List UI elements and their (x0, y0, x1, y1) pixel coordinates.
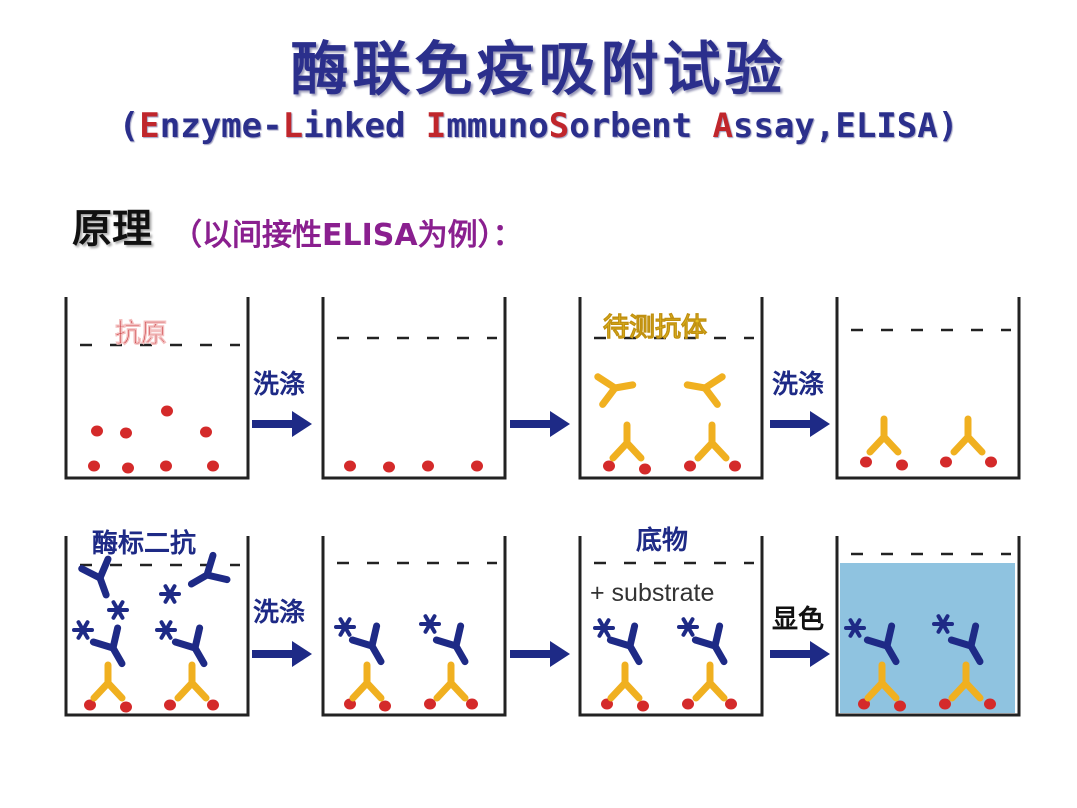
antigen-dot (424, 698, 436, 710)
substrate-text: + substrate (590, 579, 714, 607)
subtitle-nzyme: nzyme- (159, 106, 283, 146)
well-3 (578, 297, 764, 480)
substrate-label: 底物 (636, 525, 688, 556)
enzyme-star-icon (107, 600, 129, 620)
primary-antibody (353, 665, 381, 698)
secondary-antibody (184, 555, 227, 596)
subtitle-i: I (425, 106, 447, 146)
antigen-dot (860, 456, 872, 468)
arrow-right-icon (252, 411, 312, 437)
antigen-dot (940, 456, 952, 468)
principle-label: 原理 (72, 206, 152, 252)
enzyme-star-icon (677, 617, 699, 637)
secondary-antibody (93, 628, 134, 671)
antigen-dot (684, 460, 696, 472)
primary-antibody (696, 665, 724, 698)
antigen-dot (84, 699, 96, 711)
well-2 (321, 297, 507, 480)
antigen-dot (422, 460, 434, 472)
enzyme-star-icon (72, 620, 94, 640)
primary-antibody (870, 419, 898, 452)
subtitle-l: L (282, 106, 304, 146)
antigen-dot (471, 460, 483, 472)
primary-antibody (698, 425, 726, 458)
well-6 (321, 536, 507, 717)
enzyme-star-icon (419, 614, 441, 634)
well-7 (578, 536, 764, 717)
antigen-dot (984, 698, 996, 710)
antigen-dot (91, 425, 103, 437)
color-develop-label: 显色 (772, 604, 824, 635)
arrow-right-icon (770, 411, 830, 437)
antibody-label: 待测抗体 (603, 312, 708, 343)
enzyme-star-icon (159, 584, 181, 604)
arrow-right-icon (770, 641, 830, 667)
antigen-dot (985, 456, 997, 468)
enzyme-secondary-label: 酶标二抗 (92, 528, 196, 559)
subtitle-ssay: ssay,ELISA) (733, 106, 959, 146)
antigen-dot (939, 698, 951, 710)
antigen-dot (637, 700, 649, 712)
antigen-dot (639, 463, 651, 475)
antigen-dot (120, 427, 132, 439)
wash-label: 洗涤 (253, 598, 305, 628)
antigen-dot (894, 700, 906, 712)
antigen-dot (682, 698, 694, 710)
antigen-dot (896, 459, 908, 471)
antigen-dot (729, 460, 741, 472)
enzyme-star-icon (334, 617, 356, 637)
antigen-dot (379, 700, 391, 712)
page-title: 酶联免疫吸附试验 (290, 35, 787, 103)
subtitle-inked: inked (303, 106, 426, 146)
primary-antibody (954, 419, 982, 452)
subtitle-mmuno: mmuno (446, 106, 549, 146)
subtitle-orbent: orbent (569, 106, 713, 146)
secondary-antibody (695, 626, 736, 669)
antigen-dot (122, 462, 134, 474)
antigen-dot (207, 460, 219, 472)
subtitle-s: S (548, 106, 570, 146)
subtitle-open: ( (118, 106, 140, 146)
primary-antibody (611, 665, 639, 698)
antigen-dot (88, 460, 100, 472)
antigen-dot (200, 426, 212, 438)
subtitle-a: A (712, 106, 734, 146)
antigen-dot (164, 699, 176, 711)
enzyme-star-icon (593, 618, 615, 638)
antigen-dot (207, 699, 219, 711)
primary-antibody (613, 425, 641, 458)
antigen-dot (344, 460, 356, 472)
antigen-dot (160, 460, 172, 472)
arrow-right-icon (510, 411, 570, 437)
wash-label: 洗涤 (253, 370, 305, 400)
primary-antibody (437, 665, 465, 698)
primary-antibody (178, 665, 206, 698)
principle-note: （以间接性ELISA为例）： (172, 218, 523, 253)
antigen-dot (383, 461, 395, 473)
antigen-dot (603, 460, 615, 472)
antigen-dot (120, 701, 132, 713)
arrow-right-icon (252, 641, 312, 667)
well-5 (64, 536, 250, 717)
primary-antibody (94, 665, 122, 698)
wash-label: 洗涤 (772, 370, 824, 400)
subtitle-e: E (139, 106, 160, 146)
primary-antibody (598, 371, 635, 404)
primary-antibody (685, 371, 722, 404)
secondary-antibody (436, 626, 477, 669)
secondary-antibody (175, 628, 216, 671)
antigen-dot (466, 698, 478, 710)
page-subtitle: (Enzyme-Linked ImmunoSorbent Assay,ELISA… (0, 106, 1077, 146)
well-8 (835, 536, 1021, 717)
antigen-dot (161, 405, 173, 417)
antigen-dot (725, 698, 737, 710)
antigen-label: 抗原 (115, 318, 167, 349)
well-4 (835, 297, 1021, 480)
secondary-antibody (352, 626, 393, 669)
arrow-right-icon (510, 641, 570, 667)
well-1 (64, 297, 250, 480)
enzyme-star-icon (155, 620, 177, 640)
secondary-antibody (610, 626, 651, 669)
